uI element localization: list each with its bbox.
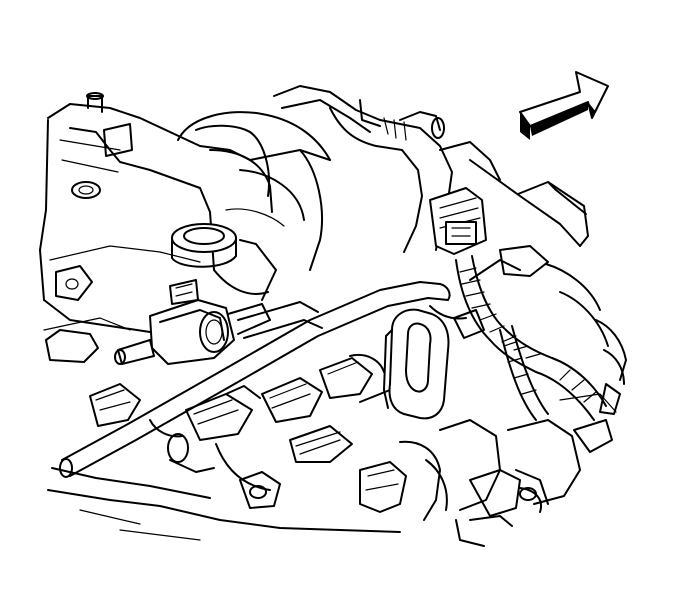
evap-purge-solenoid	[114, 279, 323, 365]
injector-row	[89, 354, 401, 491]
intake-plenum	[171, 111, 331, 301]
mounting-bracket	[383, 308, 450, 420]
fuel-rail-tube	[59, 281, 451, 478]
lower-engine-block	[47, 393, 617, 547]
direction-arrow-icon	[519, 71, 609, 140]
coolant-pipe	[273, 85, 453, 253]
wiring-harness	[429, 255, 627, 421]
ecm-bracket	[429, 141, 609, 347]
engine-cover	[39, 92, 331, 363]
